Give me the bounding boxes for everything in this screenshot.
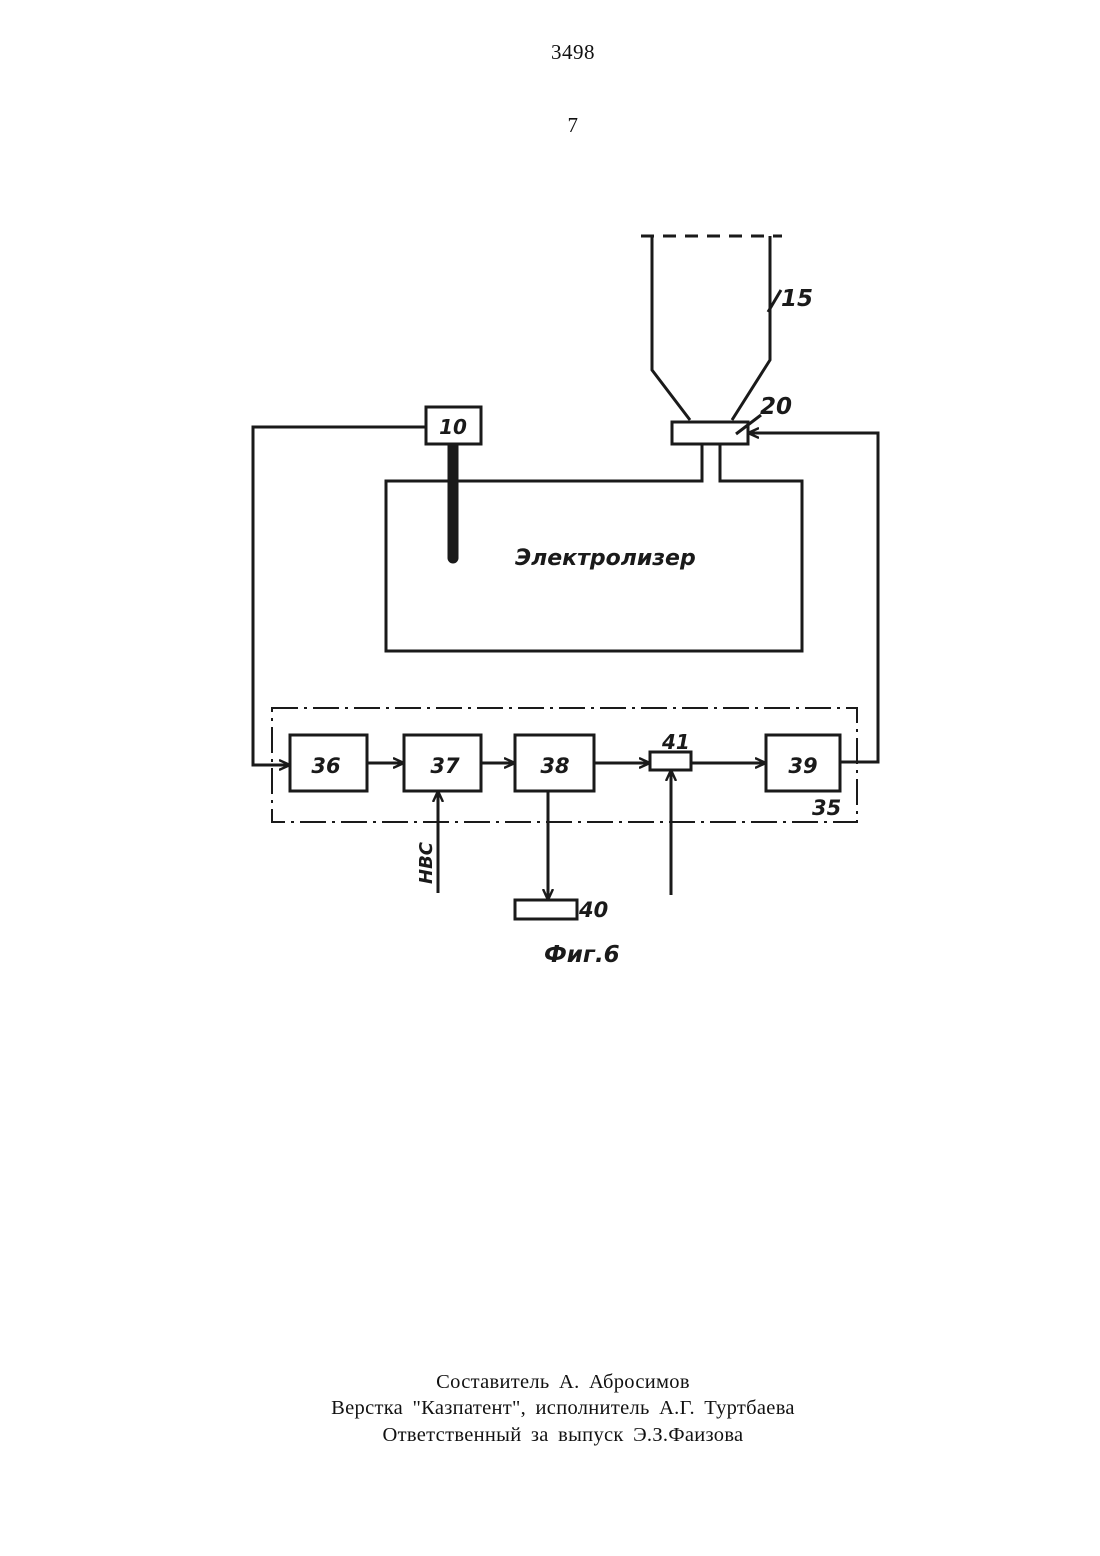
electrolyzer-label: Электролизер	[515, 546, 696, 571]
block-38: 38	[515, 735, 594, 791]
sensor-label: 10	[439, 415, 467, 439]
hopper: 15	[641, 236, 813, 420]
setpoint-label: 41	[661, 730, 690, 754]
indicator-40: 40	[515, 898, 608, 922]
setpoint-41: 41	[650, 730, 691, 770]
block-36: 36	[290, 735, 367, 791]
indicator-box	[515, 900, 577, 919]
block-39: 39	[766, 735, 840, 791]
sensor-feedback-wire	[253, 427, 426, 765]
block-37-label: 37	[430, 754, 460, 778]
nvs-input-label: НВС	[416, 841, 437, 884]
setpoint-box	[650, 752, 691, 770]
indicator-label: 40	[578, 898, 608, 922]
credits-compiler: Составитель А. Абросимов	[0, 1371, 1100, 1394]
credits-responsible: Ответственный за выпуск Э.З.Фаизова	[0, 1424, 1100, 1447]
control-unit-label: 35	[812, 796, 841, 820]
credits-layout: Верстка "Казпатент", исполнитель А.Г. Ту…	[0, 1397, 1100, 1420]
block-39-label: 39	[788, 754, 817, 778]
block-36-label: 36	[311, 754, 340, 778]
figure-caption: Фиг.6	[544, 942, 620, 968]
hopper-right-wall	[732, 236, 770, 420]
block-37: 37	[404, 735, 481, 791]
block-38-label: 38	[540, 754, 569, 778]
hopper-label: 15	[781, 286, 813, 312]
hopper-left-wall	[652, 236, 690, 420]
feeder-label: 20	[760, 394, 792, 420]
